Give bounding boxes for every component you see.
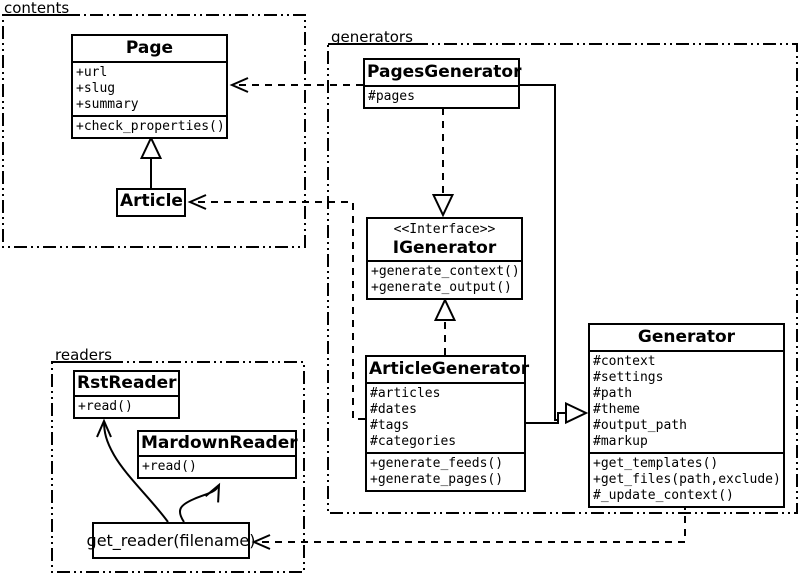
class-generator-methods: +get_templates() +get_files(path,exclude… [590,452,783,506]
method-row: +read() [142,459,197,474]
class-igenerator: <<Interface>> IGenerator +generate_conte… [366,217,523,300]
edge-articlegenerator-generalizes-generator [526,413,586,423]
attribute-row: #dates [370,402,417,417]
method-row: +check_properties() [76,119,225,134]
attribute-row: #context [593,354,656,369]
class-igenerator-title: IGenerator [392,238,497,258]
class-article: Article [116,188,186,217]
class-mardownreader-title: MardownReader [141,433,298,453]
node-get-reader-label: get_reader(filename) [86,531,256,550]
class-page-methods: +check_properties() [73,115,226,137]
package-contents-border [2,14,306,248]
class-pagesgenerator-attributes: #pages [365,85,518,107]
class-articlegenerator-methods: +generate_feeds() +generate_pages() [367,452,524,490]
edge-articlegenerator-depends-article [187,194,365,420]
attribute-row: #settings [593,370,664,385]
node-get-reader: get_reader(filename) [87,522,255,559]
attribute-row: +summary [76,97,139,112]
method-row: #_update_context() [593,488,734,503]
edge-getreader-to-mardownreader [178,482,221,523]
attribute-row: #pages [368,89,415,104]
method-row: +get_templates() [593,456,719,471]
class-igenerator-stereotype: <<Interface>> [393,222,496,237]
package-contents-label: contents [4,0,70,17]
class-page-attributes: +url +slug +summary [73,61,226,115]
package-readers-border [51,361,305,573]
edge-getreader-to-rstreader [96,418,169,523]
method-row: +generate_output() [371,280,512,295]
class-page-title: Page [125,38,174,58]
class-pagesgenerator: PagesGenerator #pages [363,58,522,109]
class-article-title: Article [120,191,183,211]
attribute-row: +url [76,65,108,80]
class-articlegenerator-attributes: #articles #dates #tags #categories [367,382,524,452]
attribute-row: #output_path [593,418,687,433]
method-row: +generate_context() [371,264,520,279]
class-articlegenerator: ArticleGenerator #articles #dates #tags … [365,355,530,492]
class-mardownreader: MardownReader +read() [137,430,298,479]
class-generator-title: Generator [637,327,736,347]
package-generators-label: generators [331,28,413,46]
method-row: +generate_feeds() [370,456,504,471]
class-generator-attributes: #context #settings #path #theme #output_… [590,350,783,452]
method-row: +read() [78,399,133,414]
edge-pagesgenerator-generalizes-generator [520,84,558,421]
attribute-row: #tags [370,418,410,433]
class-pagesgenerator-title: PagesGenerator [367,62,522,82]
class-page: Page +url +slug +summary +check_properti… [71,34,228,139]
class-rstreader: RstReader +read() [73,370,180,419]
class-igenerator-header: <<Interface>> IGenerator [368,219,521,260]
attribute-row: #articles [370,386,441,401]
package-readers-label: readers [55,346,112,364]
method-row: +get_files(path,exclude) [593,472,781,487]
edge-generator-depends-getreader [251,503,686,550]
attribute-row: #markup [593,434,648,449]
package-generators-border [327,43,798,514]
attribute-row: #theme [593,402,640,417]
class-rstreader-title: RstReader [77,373,177,393]
class-mardownreader-methods: +read() [139,455,295,477]
class-generator: Generator #context #settings #path #them… [588,323,785,508]
attribute-row: #categories [370,434,457,449]
class-igenerator-methods: +generate_context() +generate_output() [368,260,521,298]
attribute-row: +slug [76,81,116,96]
class-rstreader-methods: +read() [75,395,178,417]
class-articlegenerator-title: ArticleGenerator [369,359,530,379]
attribute-row: #path [593,386,633,401]
method-row: +generate_pages() [370,472,504,487]
